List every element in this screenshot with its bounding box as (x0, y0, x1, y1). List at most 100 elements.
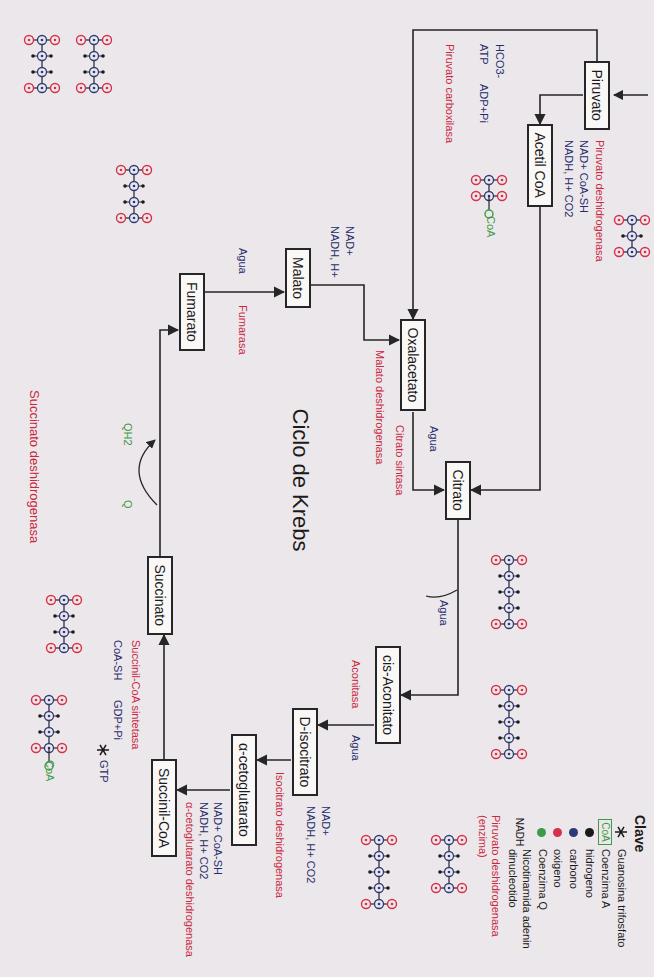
legend-sample (585, 815, 594, 849)
legend-row: NADH Nicotinamida adenin dinucleotido (506, 815, 534, 973)
metabolite-box: Succinil-CoA (151, 759, 178, 857)
metabolite-name: Oxalacetato (405, 328, 422, 403)
enzyme-label: Succinato deshidrogenasa (26, 390, 42, 543)
cofactor-label: GTP (97, 760, 110, 783)
metabolite-name: Malato (290, 257, 307, 299)
legend-text: Guanosina trifosfato (615, 849, 629, 947)
legend-sample (569, 815, 578, 849)
reaction-arrow (540, 95, 583, 124)
metabolite-name: α-cetoglutarato (236, 743, 253, 837)
cofactor-label: QH2 (121, 423, 134, 446)
legend-note: Piruvato deshidrogenasa (enzima) (475, 815, 503, 973)
enzyme-label: Citrato sintasa (393, 425, 406, 495)
reaction-arrow (471, 207, 540, 490)
input-arrow (614, 94, 648, 96)
legend-text: Coenzima A (598, 849, 612, 908)
legend-text: Nicotinamida adenin dinucleotido (506, 849, 534, 973)
enzyme-label: Malato deshidrogenasa (373, 350, 386, 464)
legend-text: hidrogeno (582, 849, 596, 898)
legend-sample-text: NADH (513, 818, 526, 846)
metabolite-box: Citrato (445, 461, 472, 520)
molecule-drawing (492, 686, 527, 759)
metabolite-name: Citrato (450, 470, 467, 511)
metabolite-name: Succinil-CoA (156, 768, 173, 848)
legend-sample: NADH (513, 815, 526, 849)
metabolite-box: D-isocitrato (292, 708, 319, 797)
cofactor-label: NADH, H+ CO2 (197, 802, 210, 879)
legend-text: Coenzima Q (535, 849, 549, 910)
legend-text: carbono (567, 849, 581, 889)
cofactor-label: CoA (484, 216, 497, 237)
cofactor-label: NADH, H+ CO2 (562, 140, 575, 217)
metabolite-box: Piruvato (584, 61, 611, 130)
cofactor-label: ADP+Pi (477, 84, 490, 123)
legend-row: CoACoenzima A (598, 815, 613, 973)
cofactor-label: CoA (43, 760, 56, 781)
enzyme-label: Aconitasa (349, 660, 362, 708)
molecule-drawing (472, 176, 507, 219)
molecule-drawing (47, 596, 82, 653)
reaction-arrow (413, 412, 444, 490)
molecule-drawing (615, 216, 650, 257)
cofactor-label: NAD+ (319, 806, 332, 836)
molecule-drawing (432, 836, 467, 893)
legend-sample (615, 815, 629, 849)
cofactor-label: GDP+Pi (111, 700, 124, 740)
reaction-arrow (401, 520, 458, 695)
legend-row: oxigeno (551, 815, 565, 973)
legend: ClaveGuanosina trifosfatoCoACoenzima Ahi… (475, 815, 648, 973)
legend-sample (553, 815, 562, 849)
star-symbol (615, 825, 629, 839)
cofactor-label: NADH, H+ (328, 226, 341, 278)
enzyme-label: α-cetoglutarato deshidrogenasa (183, 802, 196, 957)
enzyme-label: Fumarasa (236, 305, 249, 355)
cofactor-label: Agua (236, 248, 249, 274)
cofactor-label: Q (121, 500, 134, 509)
reaction-arrow (257, 759, 291, 761)
legend-sample: CoA (598, 815, 613, 849)
metabolite-box: cis-Aconitato (375, 646, 402, 744)
diagram-title: Ciclo de Krebs (287, 409, 313, 552)
reaction-arrow (413, 30, 597, 319)
cofactor-label: HCO3- (493, 44, 506, 78)
gtp-star (97, 745, 109, 755)
metabolite-name: Fumarato (184, 282, 201, 342)
metabolite-name: D-isocitrato (297, 717, 314, 788)
molecule-drawing (362, 836, 397, 909)
legend-sample (537, 815, 546, 849)
cofactor-label: Agua (427, 426, 440, 452)
enzyme-label: Succinil-CoA sintetasa (129, 640, 142, 749)
cofactor-label: NADH, H+ CO2 (304, 806, 317, 883)
metabolite-name: Piruvato (589, 70, 606, 121)
cofactor-label: NAD+ (343, 226, 356, 256)
enzyme-label: Piruvato carboxilasa (443, 44, 456, 143)
reaction-arrow (311, 285, 399, 340)
legend-row: Guanosina trifosfato (615, 815, 629, 973)
side-arrow (139, 440, 157, 505)
molecule-drawing (25, 36, 60, 93)
molecule-drawing (32, 696, 67, 771)
legend-swatch (569, 828, 578, 837)
reaction-arrow (160, 330, 178, 556)
enzyme-label: Isocitrato deshidrogenasa (273, 772, 286, 898)
metabolite-box: Acetil CoA (527, 124, 554, 207)
legend-text: oxigeno (551, 849, 565, 888)
molecule-drawing (492, 556, 527, 629)
molecule-drawing (117, 166, 152, 223)
metabolite-name: cis-Aconitato (380, 655, 397, 735)
legend-swatch (585, 828, 594, 837)
cofactor-label: NAD+ CoA-SH (211, 802, 224, 875)
reaction-arrow (177, 789, 230, 791)
metabolite-name: Succinato (152, 565, 169, 626)
legend-row: carbono (567, 815, 581, 973)
legend-swatch (553, 828, 562, 837)
cofactor-label: NAD+ CoA-SH (577, 140, 590, 213)
metabolite-box: Malato (285, 248, 312, 308)
molecule-drawing (77, 36, 112, 93)
cofactor-label: ATP (477, 44, 490, 65)
cofactor-label: Agua (349, 735, 362, 761)
metabolite-box: Succinato (147, 556, 174, 635)
cofactor-label: Agua (437, 600, 450, 626)
legend-swatch (537, 828, 546, 837)
